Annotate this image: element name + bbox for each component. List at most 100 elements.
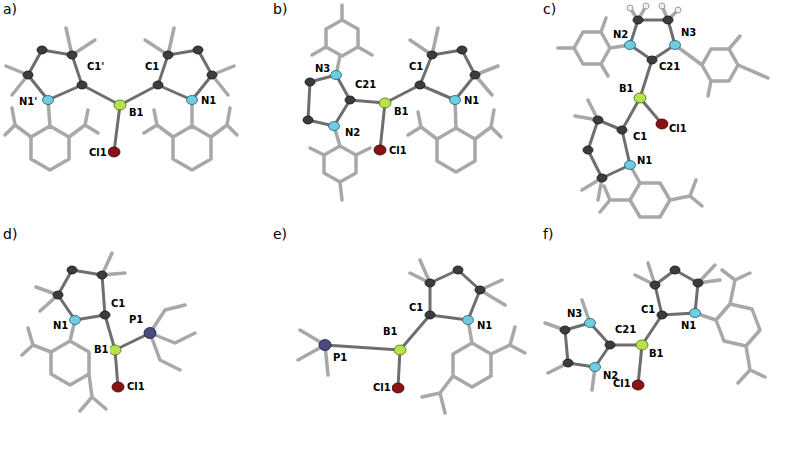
ligand-stick bbox=[298, 260, 525, 413]
atom-label: C21 bbox=[614, 325, 637, 335]
carbon-atom bbox=[53, 291, 63, 299]
atom-label: B1 bbox=[618, 84, 635, 94]
ligand-stick bbox=[22, 253, 195, 411]
nitrogen-atom bbox=[329, 122, 340, 131]
carbon-atom bbox=[425, 279, 435, 287]
panel-letter: f) bbox=[543, 227, 553, 241]
nitrogen-atom bbox=[43, 96, 54, 105]
carbon-atom bbox=[207, 71, 217, 79]
structure-e bbox=[298, 260, 525, 413]
structure-b bbox=[303, 5, 501, 200]
atom-label: N1 bbox=[52, 321, 69, 331]
carbon-atom bbox=[97, 271, 107, 279]
atom-label: C21 bbox=[354, 80, 377, 90]
carbon-atom bbox=[657, 311, 667, 319]
atom-label: B1 bbox=[382, 327, 399, 337]
atom-label: N1 bbox=[463, 96, 480, 106]
atom-label: C1 bbox=[408, 303, 424, 313]
hydrogen-atom bbox=[643, 3, 649, 9]
atom-label: B1 bbox=[648, 349, 665, 359]
carbon-atom bbox=[163, 51, 173, 59]
nitrogen-atom bbox=[590, 363, 601, 372]
atom-label: Cl1 bbox=[372, 383, 392, 393]
carbon-atom bbox=[470, 71, 480, 79]
atom-label: P1 bbox=[332, 353, 348, 363]
nitrogen-atom bbox=[670, 41, 681, 50]
nitrogen-atom bbox=[625, 161, 636, 170]
panel-letter: b) bbox=[273, 2, 287, 16]
carbon-atom bbox=[153, 81, 163, 89]
carbon-atom bbox=[560, 326, 570, 334]
structure-a bbox=[5, 28, 237, 170]
chlorine-atom bbox=[108, 147, 120, 157]
atom-label: N1 bbox=[476, 321, 493, 331]
carbon-atom bbox=[23, 71, 33, 79]
carbon-atom bbox=[37, 46, 47, 54]
carbon-atom bbox=[617, 126, 627, 134]
ligand-stick bbox=[545, 263, 765, 390]
ligand-stick bbox=[558, 6, 768, 217]
carbon-atom bbox=[67, 51, 77, 59]
structure-f bbox=[545, 263, 765, 390]
atom-label: C1 bbox=[632, 132, 648, 142]
carbon-atom bbox=[303, 116, 313, 124]
nitrogen-atom bbox=[70, 316, 81, 325]
phosphorus-atom bbox=[319, 340, 331, 351]
carbon-atom bbox=[593, 116, 603, 124]
atom-label: N1 bbox=[200, 96, 217, 106]
carbon-atom bbox=[475, 286, 485, 294]
atom-label: N2 bbox=[612, 30, 629, 40]
boron-atom bbox=[636, 340, 648, 350]
carbon-atom bbox=[670, 266, 680, 274]
ligand-stick bbox=[5, 28, 237, 170]
chlorine-atom bbox=[112, 382, 124, 392]
atom-label: N2 bbox=[344, 128, 361, 138]
carbon-atom bbox=[663, 16, 673, 24]
carbon-atom bbox=[453, 266, 463, 274]
panel-letter: e) bbox=[273, 227, 287, 241]
nitrogen-atom bbox=[585, 319, 596, 328]
boron-atom bbox=[634, 93, 646, 103]
hydrogen-atom bbox=[627, 5, 633, 11]
bond bbox=[565, 270, 698, 385]
carbon-atom bbox=[563, 359, 573, 367]
nitrogen-atom bbox=[331, 71, 342, 80]
bond bbox=[28, 50, 212, 152]
hydrogen-atom bbox=[675, 7, 681, 13]
nitrogen-atom bbox=[187, 96, 198, 105]
carbon-atom bbox=[650, 281, 660, 289]
atom-label: C1 bbox=[408, 62, 424, 72]
atom-label: C1 bbox=[110, 299, 126, 309]
atom-label: Cl1 bbox=[668, 124, 688, 134]
bond bbox=[325, 270, 480, 388]
atom-label: C1 bbox=[144, 62, 160, 72]
carbon-atom bbox=[605, 341, 615, 349]
atom-label: C1' bbox=[86, 62, 105, 72]
carbon-atom bbox=[647, 56, 657, 64]
bond bbox=[58, 270, 150, 387]
chlorine-atom bbox=[374, 145, 386, 155]
atom-label: B1 bbox=[393, 107, 410, 117]
atom-label: Cl1 bbox=[388, 146, 408, 156]
boron-atom bbox=[109, 345, 121, 355]
carbon-atom bbox=[425, 311, 435, 319]
carbon-atom bbox=[415, 81, 425, 89]
nitrogen-atom bbox=[625, 41, 636, 50]
boron-atom bbox=[394, 345, 406, 355]
carbon-atom bbox=[597, 174, 607, 182]
atom-label: B1 bbox=[93, 345, 110, 355]
ligand-stick bbox=[310, 5, 501, 200]
chlorine-atom bbox=[392, 383, 404, 393]
atom-label: N1 bbox=[680, 321, 697, 331]
carbon-atom bbox=[67, 266, 77, 274]
atom-label: Cl1 bbox=[612, 379, 632, 389]
panel-letter: a) bbox=[3, 2, 17, 16]
carbon-atom bbox=[77, 81, 87, 89]
atom-label: N3 bbox=[314, 64, 331, 74]
atom-label: N3 bbox=[566, 309, 583, 319]
structure-d bbox=[22, 253, 195, 411]
carbon-atom bbox=[457, 46, 467, 54]
bond bbox=[588, 20, 675, 178]
carbon-atom bbox=[345, 96, 355, 104]
